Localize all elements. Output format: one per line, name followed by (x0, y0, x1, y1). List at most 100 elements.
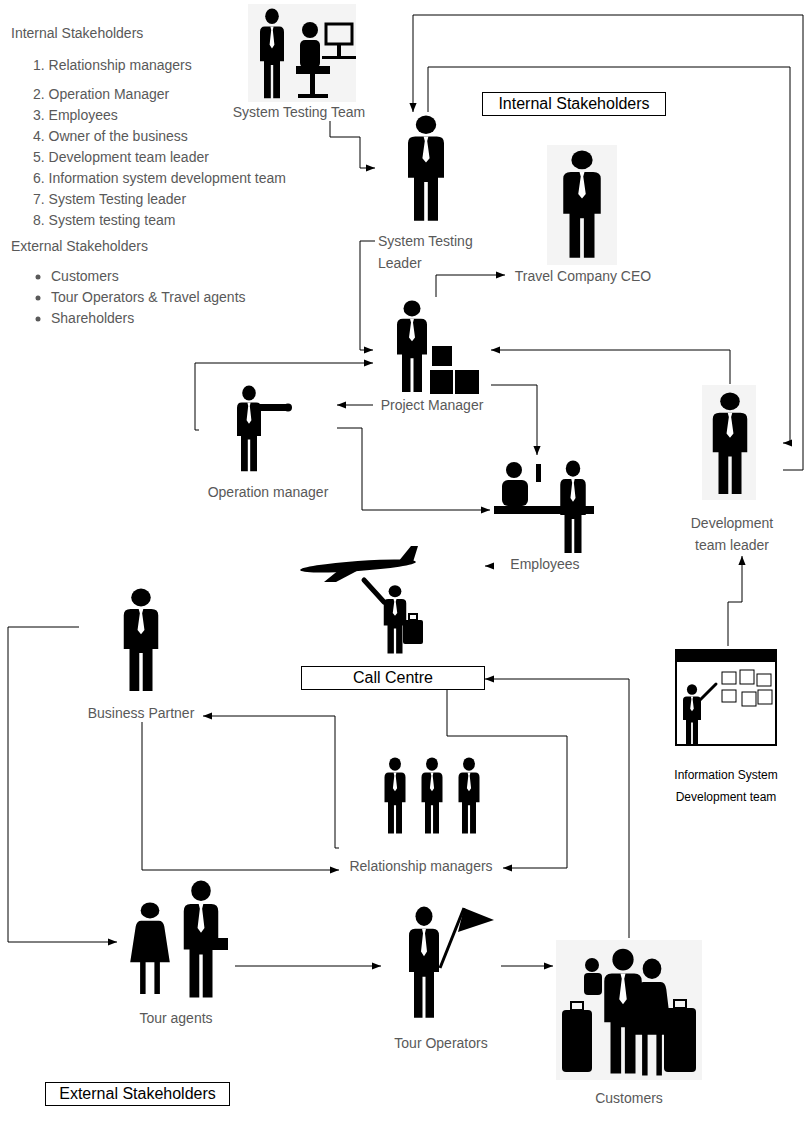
list-text: 2. Operation Manager (33, 86, 169, 103)
list-text: Internal Stakeholders (11, 25, 143, 42)
bag (212, 938, 228, 950)
dev-team-icon (676, 650, 776, 745)
monitor (326, 24, 352, 44)
node-label: Business Partner (79, 705, 203, 722)
connector-arrow (195, 363, 373, 430)
stakeholder-node: Tour Operators (381, 903, 501, 1052)
torso (502, 480, 528, 506)
person (459, 757, 480, 833)
list-text: 1. Relationship managers (33, 57, 192, 74)
bullet (36, 317, 41, 322)
stakeholder-node: Information System Development team (665, 646, 787, 808)
ceo-icon (547, 145, 617, 265)
node-label: Internal Stakeholders (487, 95, 661, 113)
list-text: 6. Information system development team (33, 170, 286, 187)
list-text: Shareholders (51, 310, 134, 327)
chair-base (298, 94, 328, 98)
note (757, 674, 771, 686)
connector-arrow (485, 679, 629, 938)
person (385, 757, 406, 833)
suitcase-handle (409, 614, 417, 620)
list-text: External Stakeholders (11, 238, 148, 255)
connector-arrow (428, 67, 790, 443)
board (676, 650, 776, 745)
connector-arrow (436, 275, 505, 297)
stakeholder-node: Tour agents (117, 878, 235, 1027)
person (397, 300, 427, 392)
person (260, 8, 284, 98)
stakeholder-node: Customers (553, 938, 705, 1107)
list-text: Customers (51, 268, 119, 285)
dev-leader-icon (702, 385, 756, 500)
connector-arrow (337, 428, 490, 510)
chair-seat (296, 66, 330, 74)
chair-leg (310, 74, 315, 94)
boxed-heading: Internal Stakeholders (482, 92, 666, 116)
note (722, 690, 736, 702)
node-label: System Testing Leader (375, 230, 487, 274)
boxed-heading: External Stakeholders (45, 1082, 230, 1106)
node-label: Relationship managers (339, 858, 503, 875)
connector-arrow (501, 966, 553, 967)
icon-ground (556, 940, 702, 1080)
node-label: Tour agents (117, 1010, 235, 1027)
person (237, 385, 261, 471)
person (563, 151, 601, 258)
node-label: Project Manager (373, 397, 491, 414)
connector-arrow (360, 241, 375, 350)
person (409, 907, 439, 1018)
list-text: 3. Employees (33, 107, 118, 124)
desk (494, 506, 594, 514)
stakeholder-node: Call Centre (301, 543, 485, 690)
desk-object (536, 464, 541, 482)
flag (458, 908, 494, 932)
stakeholder-node: Business Partner (79, 583, 203, 722)
stakeholder-node: System Testing Leader (375, 112, 487, 274)
connector-arrow (142, 722, 339, 870)
tail (398, 546, 418, 562)
suitcase (664, 1008, 696, 1072)
plane-icon (300, 546, 423, 654)
customers-icon (556, 940, 702, 1080)
arm (700, 684, 716, 700)
list-text: 8. System testing team (33, 212, 175, 229)
stakeholder-node: System Testing Team (223, 4, 375, 121)
connector-arrow (447, 690, 567, 868)
suitcase-handle (674, 1000, 686, 1008)
desk (322, 56, 356, 59)
tour-agents-icon (130, 881, 228, 998)
hand (284, 404, 292, 412)
suitcase (562, 1010, 592, 1072)
icon-ground (547, 145, 617, 265)
business-partner-icon (124, 589, 159, 691)
node-label: Employees (490, 556, 600, 573)
node-label: Customers (553, 1090, 705, 1107)
person (683, 684, 701, 744)
icon-ground (248, 4, 356, 102)
torso (300, 40, 320, 68)
connector-arrow (235, 966, 381, 967)
traveller (384, 585, 407, 653)
person (130, 902, 170, 994)
flag-pole (440, 908, 464, 968)
connector-arrow (485, 566, 490, 567)
board-bar (676, 650, 776, 662)
stakeholder-node: Project Manager (373, 297, 491, 414)
note (740, 670, 754, 684)
node-label: Development team leader (681, 512, 783, 556)
node-label: Information System Development team (665, 764, 787, 808)
connector-arrow (203, 716, 339, 848)
person (713, 393, 748, 494)
connector-arrow (728, 556, 742, 646)
node-label: Call Centre (301, 666, 485, 690)
note (742, 692, 756, 706)
note (722, 672, 736, 684)
tour-operator-icon (409, 907, 494, 1018)
stakeholder-node: Travel Company CEO (505, 144, 661, 285)
bullet (36, 296, 41, 301)
box (430, 370, 453, 394)
box (455, 370, 479, 394)
list-text: 7. System Testing leader (33, 191, 186, 208)
